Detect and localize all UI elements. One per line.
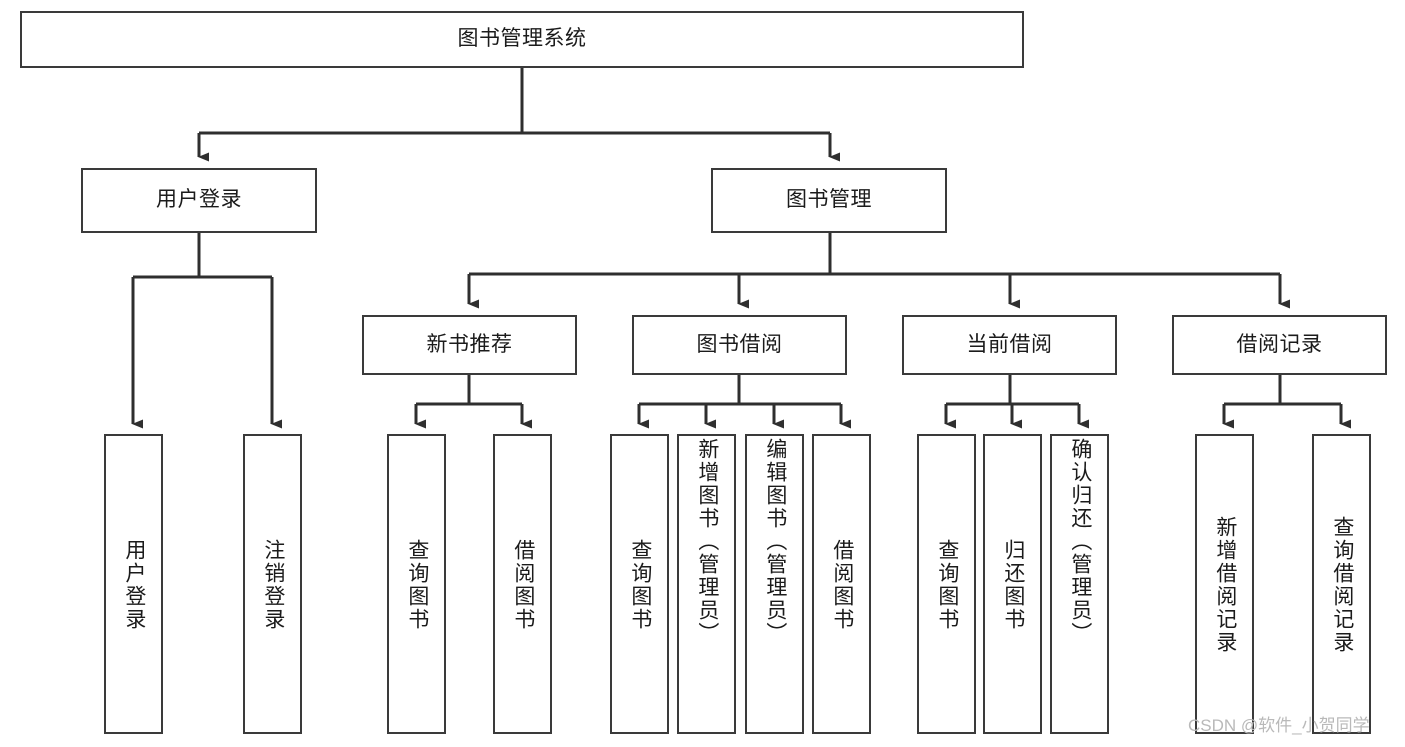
- node-leaf-borrow-book-borrow[interactable]: 借阅图书: [812, 434, 871, 734]
- node-leaf-logout[interactable]: 注销登录: [243, 434, 302, 734]
- node-leaf-query-borrow-record-label: 查询借阅记录: [1330, 516, 1354, 654]
- node-leaf-user-login-label: 用户登录: [122, 539, 146, 631]
- node-leaf-query-book-recommend[interactable]: 查询图书: [387, 434, 446, 734]
- node-leaf-add-book-admin-label: 新增图书（管理员）: [695, 438, 719, 645]
- node-leaf-query-book-borrow-label: 查询图书: [628, 539, 652, 631]
- node-leaf-query-book-recommend-label: 查询图书: [405, 539, 429, 631]
- node-leaf-query-book-borrow[interactable]: 查询图书: [610, 434, 669, 734]
- node-leaf-edit-book-admin-label: 编辑图书（管理员）: [763, 438, 787, 645]
- node-book-borrow[interactable]: 图书借阅: [632, 315, 847, 375]
- node-root-system[interactable]: 图书管理系统: [20, 11, 1024, 68]
- node-new-book-recommend[interactable]: 新书推荐: [362, 315, 577, 375]
- node-user-login[interactable]: 用户登录: [81, 168, 317, 233]
- node-book-management[interactable]: 图书管理: [711, 168, 947, 233]
- node-borrow-record-label: 借阅记录: [1236, 332, 1323, 356]
- node-leaf-return-book[interactable]: 归还图书: [983, 434, 1042, 734]
- node-leaf-borrow-book-recommend[interactable]: 借阅图书: [493, 434, 552, 734]
- node-new-book-recommend-label: 新书推荐: [426, 332, 513, 356]
- node-leaf-add-book-admin[interactable]: 新增图书（管理员）: [677, 434, 736, 734]
- node-leaf-borrow-book-borrow-label: 借阅图书: [830, 539, 854, 631]
- node-current-borrow[interactable]: 当前借阅: [902, 315, 1117, 375]
- node-leaf-edit-book-admin[interactable]: 编辑图书（管理员）: [745, 434, 804, 734]
- node-leaf-add-borrow-record[interactable]: 新增借阅记录: [1195, 434, 1254, 734]
- node-leaf-logout-label: 注销登录: [261, 539, 285, 631]
- node-leaf-confirm-return-admin[interactable]: 确认归还（管理员）: [1050, 434, 1109, 734]
- node-current-borrow-label: 当前借阅: [966, 332, 1053, 356]
- node-book-borrow-label: 图书借阅: [696, 332, 783, 356]
- node-borrow-record[interactable]: 借阅记录: [1172, 315, 1387, 375]
- node-leaf-query-book-current-label: 查询图书: [935, 539, 959, 631]
- node-book-management-label: 图书管理: [786, 188, 872, 212]
- node-leaf-add-borrow-record-label: 新增借阅记录: [1213, 516, 1237, 654]
- node-user-login-label: 用户登录: [156, 188, 242, 212]
- node-leaf-borrow-book-recommend-label: 借阅图书: [511, 539, 535, 631]
- node-leaf-query-book-current[interactable]: 查询图书: [917, 434, 976, 734]
- node-leaf-return-book-label: 归还图书: [1001, 539, 1025, 631]
- csdn-watermark: CSDN @软件_小贺同学: [1188, 716, 1370, 735]
- node-leaf-query-borrow-record[interactable]: 查询借阅记录: [1312, 434, 1371, 734]
- node-leaf-confirm-return-admin-label: 确认归还（管理员）: [1068, 438, 1092, 645]
- node-leaf-user-login[interactable]: 用户登录: [104, 434, 163, 734]
- node-root-system-label: 图书管理系统: [457, 27, 587, 51]
